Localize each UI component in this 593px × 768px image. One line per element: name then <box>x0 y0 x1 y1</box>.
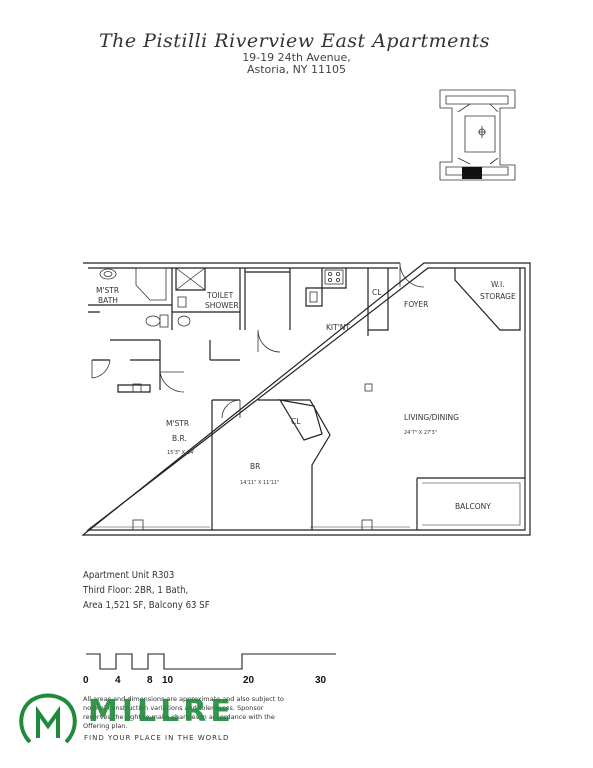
balcony-walls <box>416 477 525 530</box>
label-living-dining: LIVING/DINING <box>404 413 459 422</box>
column-icon <box>361 519 373 531</box>
label-foyer: FOYER <box>404 300 428 309</box>
label-mstr-br-1: M'STR <box>166 419 189 428</box>
toilet-tank-icon <box>159 314 169 328</box>
column-icon <box>132 519 144 531</box>
burner-icon <box>327 277 332 282</box>
unit-info: Apartment Unit R303 Third Floor: 2BR, 1 … <box>83 568 230 613</box>
logo-arc <box>19 693 77 744</box>
scale-label-0: 0 <box>83 675 89 686</box>
label-wi: W.I. <box>491 280 505 289</box>
storage-walls <box>454 268 521 331</box>
label-balcony: BALCONY <box>455 502 491 511</box>
scale-label-30: 30 <box>315 675 327 686</box>
dim-br: 14'11" X 11'11" <box>240 480 279 486</box>
column-icon <box>364 383 373 392</box>
door-br-closet <box>221 399 241 419</box>
logo-m <box>36 705 60 738</box>
scale-label-4: 4 <box>115 675 121 686</box>
shower-stall <box>175 268 206 291</box>
burner-icon <box>327 271 332 276</box>
dim-mstr-br: 15'3" X 14' <box>167 450 195 456</box>
scale-label-8: 8 <box>147 675 153 686</box>
sink-icon <box>99 268 117 280</box>
address-line-2: Astoria, NY 11105 <box>246 63 347 76</box>
label-storage: STORAGE <box>480 292 516 301</box>
label-toilet: TOILET <box>206 291 234 300</box>
label-mstr-bath-1: M'STR <box>96 286 119 295</box>
closet-walls <box>244 268 291 330</box>
scale-label-20: 20 <box>243 675 255 686</box>
hall-wall-right <box>209 340 240 361</box>
scale-bar <box>86 653 336 670</box>
burner-icon <box>335 271 340 276</box>
scale-label-10: 10 <box>162 675 174 686</box>
door-closet <box>257 329 281 353</box>
balcony-inner <box>422 482 521 526</box>
label-shower: SHOWER <box>205 301 239 310</box>
bath-walls <box>88 268 241 330</box>
unit-area: Area 1,521 SF, Balcony 63 SF <box>83 600 210 611</box>
sink-basin-icon <box>103 271 113 277</box>
shower-drain <box>175 267 206 291</box>
kitchen-walls <box>321 268 389 336</box>
burner-icon <box>335 277 340 282</box>
label-mstr-br-2: B.R. <box>172 434 187 443</box>
label-br: BR <box>250 462 260 471</box>
bathtub-icon <box>135 267 167 301</box>
building-title: The Pistilli Riverview East Apartments <box>98 30 491 52</box>
logo-mark-icon <box>19 693 77 744</box>
br-wall <box>272 399 331 530</box>
mstr-br-wall <box>211 399 272 530</box>
logo-tagline: FIND YOUR PLACE IN THE WORLD <box>84 734 230 742</box>
kitchen-counter <box>305 287 323 307</box>
hall-closet <box>117 384 151 393</box>
vanity-icon <box>177 296 187 308</box>
label-closet-br: CL <box>291 417 301 426</box>
scale-bar-line <box>86 653 336 670</box>
logo-wordmark: MILLRE <box>88 694 235 729</box>
column-icon <box>132 383 142 393</box>
br-closet <box>278 399 323 441</box>
label-mstr-bath-2: BATH <box>98 296 118 305</box>
stove-icon <box>324 269 344 285</box>
hall-walls <box>92 339 161 390</box>
exterior-wall-inner <box>86 267 526 531</box>
brand-logo: MILLRE FIND YOUR PLACE IN THE WORLD <box>16 692 256 752</box>
dim-living-dining: 24'7" X 27'3" <box>404 430 437 436</box>
label-closet-kitchen: CL <box>372 288 382 297</box>
unit-number: Apartment Unit R303 <box>83 570 175 581</box>
address-line-1: 19-19 24th Avenue, <box>242 51 351 64</box>
toilet-bowl-2-icon <box>177 315 191 327</box>
door-mstr <box>159 371 185 393</box>
kitchen-sink-icon <box>309 291 318 303</box>
exterior-wall <box>81 262 531 536</box>
door-entry <box>399 262 425 288</box>
label-kitchenette: KIT'NT <box>326 323 350 332</box>
disclaimer: All areas and dimensions are approximate… <box>83 695 284 730</box>
door-bath <box>91 359 111 379</box>
header: The Pistilli Riverview East Apartments 1… <box>0 30 593 76</box>
unit-floor-bedrooms: Third Floor: 2BR, 1 Bath, <box>83 585 189 596</box>
toilet-bowl-icon <box>145 315 161 327</box>
